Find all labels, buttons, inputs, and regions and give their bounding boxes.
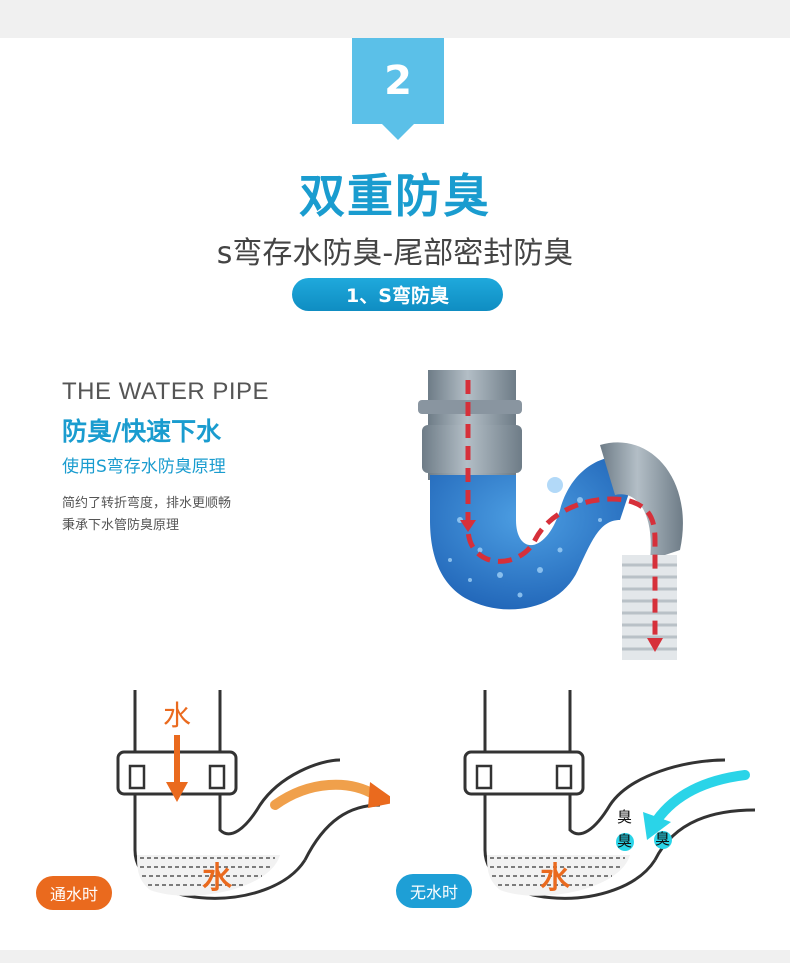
outflow-arrow [270, 779, 380, 810]
section-pill: 1、S弯防臭 [292, 278, 503, 311]
badge-no-water-label: 无水时 [409, 883, 458, 902]
badge-water-flowing: 通水时 [36, 876, 112, 910]
info-block: THE WATER PIPE 防臭/快速下水 使用S弯存水防臭原理 简约了转折弯… [62, 378, 269, 537]
trap-nut [463, 750, 585, 796]
info-description: 使用S弯存水防臭原理 [62, 457, 226, 477]
corrugated-hose [622, 555, 677, 660]
s-trap-pipe-illustration [418, 370, 683, 660]
info-notes: 简约了转折弯度，排水更顺畅 秉承下水管防臭原理 [62, 493, 269, 537]
water-label-top: 水 [163, 699, 191, 732]
flow-arrow-head-down [460, 520, 476, 532]
step-number: 2 [384, 58, 412, 104]
diagram-water-flowing: 水 水 [116, 690, 390, 900]
flow-arrow-head-end [647, 638, 663, 652]
step-number-badge: 2 [352, 38, 444, 124]
flow-arrow [465, 380, 658, 640]
water-pool-label: 水 [202, 861, 233, 896]
inlet-nut [422, 425, 522, 473]
diagram-no-water: 臭 臭 臭 水 [463, 690, 756, 900]
outlet-bend [600, 442, 683, 560]
trap-outline [483, 690, 572, 757]
info-heading: THE WATER PIPE [62, 378, 270, 405]
top-band [0, 0, 790, 38]
smell-label: 臭 [655, 830, 670, 848]
smell-label: 臭 [617, 808, 632, 826]
subtitle: s弯存水防臭-尾部密封防臭 [216, 236, 574, 271]
badge-no-water: 无水时 [396, 874, 472, 908]
info-subheading: 防臭/快速下水 [62, 417, 222, 446]
info-note-line: 秉承下水管防臭原理 [62, 518, 180, 533]
smell-label: 臭 [617, 832, 632, 850]
odour-arrow [652, 770, 750, 825]
water-filled-bend [430, 456, 640, 610]
step-badge-pointer [382, 124, 414, 140]
info-note-line: 简约了转折弯度，排水更顺畅 [62, 496, 232, 511]
bottom-band [0, 950, 790, 963]
water-down-arrow [166, 782, 188, 802]
badge-water-flowing-label: 通水时 [49, 885, 98, 904]
section-pill-label: 1、S弯防臭 [346, 285, 449, 307]
main-title: 双重防臭 [299, 169, 491, 223]
water-pool-label: 水 [540, 861, 571, 896]
